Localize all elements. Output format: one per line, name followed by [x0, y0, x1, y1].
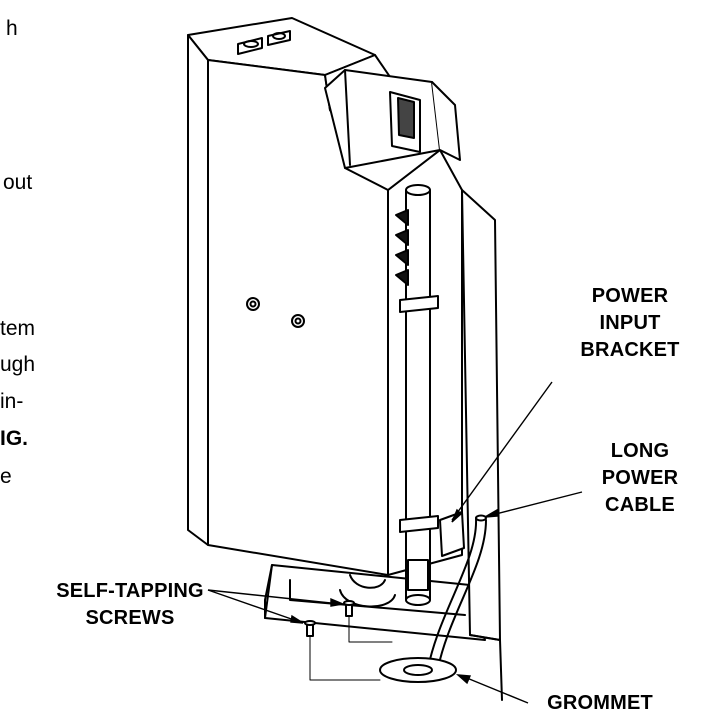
text-fragment-out: out [3, 171, 33, 194]
text-fragment-h: h [6, 17, 18, 40]
arrow-screws [207, 589, 346, 624]
self-tapping-screws-shape [304, 600, 355, 637]
text-fragment-in: in- [0, 390, 24, 413]
text-fragment-ugh: ugh [0, 353, 36, 376]
back-panel [461, 189, 503, 701]
grommet-label: GROMMET [547, 692, 653, 714]
callout-line: POWER [601, 467, 679, 489]
grommet-shape [379, 657, 457, 683]
power-input-bracket-label: POWER INPUT BRACKET [560, 283, 700, 364]
power-input-bracket-shape [439, 511, 465, 557]
alignment-lines [309, 615, 393, 681]
long-power-cable-label: LONG POWER CABLE [585, 438, 695, 519]
arrow-long-power-cable [484, 491, 583, 518]
text-fragment-fig: IG. [0, 427, 29, 450]
meter-head [324, 69, 461, 191]
arrow-power-input-bracket [451, 381, 553, 523]
probe-assembly [395, 184, 439, 606]
callout-line: SCREWS [85, 607, 175, 629]
base-plate [264, 564, 486, 641]
callout-line: CABLE [605, 494, 675, 516]
callout-line: LONG [610, 440, 670, 462]
callout-line: POWER [591, 285, 669, 307]
callout-line: INPUT [599, 312, 661, 334]
arrow-grommet [455, 674, 529, 704]
text-fragment-e: e [0, 465, 12, 488]
callout-line: SELF-TAPPING [56, 580, 204, 602]
text-fragment-tem: tem [0, 317, 36, 340]
callout-line: BRACKET [580, 339, 680, 361]
self-tapping-screws-label: SELF-TAPPING SCREWS [50, 578, 210, 632]
long-power-cable [427, 514, 487, 669]
